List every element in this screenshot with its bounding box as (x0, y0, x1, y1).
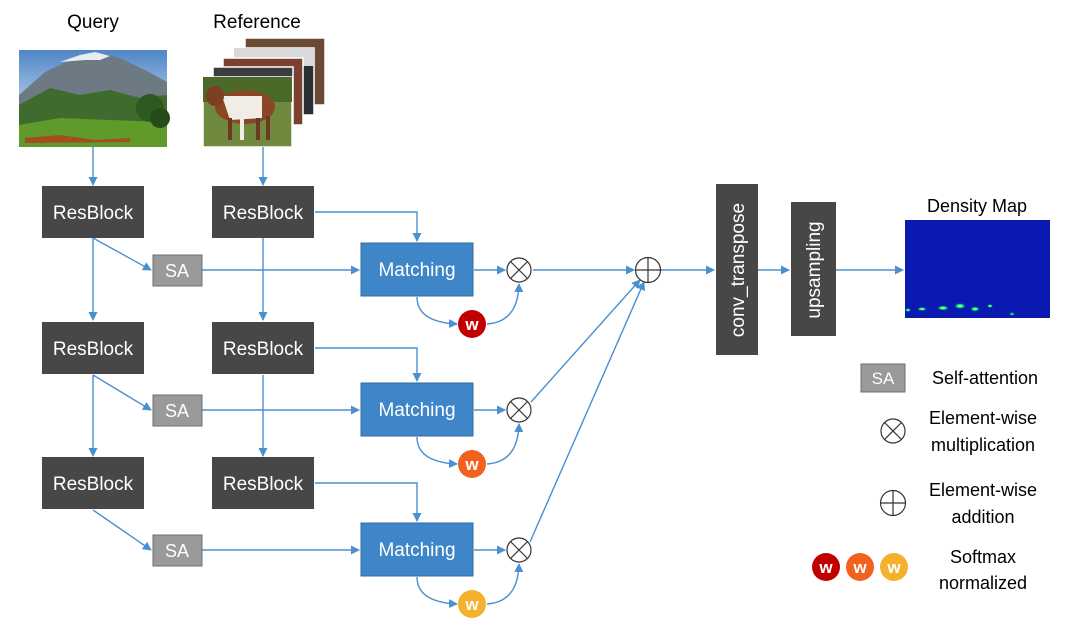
density-map-label: Density Map (927, 196, 1027, 216)
resblock-label: ResBlock (223, 474, 304, 495)
sa-block-1: SA (152, 254, 203, 287)
weight-label: w (464, 455, 479, 474)
sa-label: SA (165, 401, 189, 421)
weight-label: w (464, 595, 479, 614)
weight-circle-3: w (458, 590, 486, 618)
resblock-query-1: ResBlock (42, 186, 144, 238)
legend-add-line1: Element-wise (929, 480, 1037, 500)
multiply-icon (880, 418, 906, 444)
resblock-query-3: ResBlock (42, 457, 144, 509)
weight-label: w (464, 315, 479, 334)
conv-transpose-label: conv_transpose (728, 203, 749, 337)
matching-label: Matching (378, 400, 455, 421)
resblock-label: ResBlock (53, 203, 134, 224)
legend-multiply-item: Element-wise multiplication (880, 408, 1037, 455)
multiply-icon (506, 397, 532, 423)
add-icon (879, 489, 907, 517)
resblock-label: ResBlock (223, 203, 304, 224)
multiply-icon (506, 537, 532, 563)
weight-circle-2: w (458, 450, 486, 478)
resblock-label: ResBlock (223, 339, 304, 360)
sa-label: SA (165, 261, 189, 281)
density-map-image (905, 220, 1050, 318)
sa-block-3: SA (152, 534, 203, 567)
reference-image-stack (202, 37, 326, 148)
legend-sa-item: SA Self-attention (860, 363, 1038, 393)
resblock-label: ResBlock (53, 339, 134, 360)
legend-multiply-line2: multiplication (931, 435, 1035, 455)
multiply-icon (506, 257, 532, 283)
resblock-query-2: ResBlock (42, 322, 144, 374)
upsampling-block: upsampling (791, 202, 836, 336)
reference-label: Reference (213, 12, 301, 33)
matching-label: Matching (378, 540, 455, 561)
sa-block-2: SA (152, 394, 203, 427)
resblock-label: ResBlock (53, 474, 134, 495)
legend-multiply-line1: Element-wise (929, 408, 1037, 428)
query-image (19, 50, 170, 147)
legend: SA Self-attention Element-wise multiplic… (812, 363, 1038, 593)
legend-sa-desc: Self-attention (932, 368, 1038, 388)
resblock-reference-2: ResBlock (212, 322, 314, 374)
resblock-reference-1: ResBlock (212, 186, 314, 238)
legend-softmax-item: w w w Softmax normalized (812, 547, 1027, 593)
add-icon (634, 256, 662, 284)
query-label: Query (67, 12, 119, 33)
resblock-reference-3: ResBlock (212, 457, 314, 509)
legend-softmax-line2: normalized (939, 573, 1027, 593)
legend-add-line2: addition (951, 507, 1014, 527)
weight-label: w (852, 558, 867, 577)
weight-label: w (818, 558, 833, 577)
legend-add-item: Element-wise addition (879, 480, 1037, 527)
matching-block-3: Matching (360, 522, 474, 577)
upsampling-label: upsampling (804, 221, 825, 318)
sa-label: SA (165, 541, 189, 561)
legend-sa-key: SA (872, 369, 895, 388)
weight-circle-1: w (458, 310, 486, 338)
legend-softmax-line1: Softmax (950, 547, 1016, 567)
matching-label: Matching (378, 260, 455, 281)
conv-transpose-block: conv_transpose (716, 184, 758, 355)
weight-label: w (886, 558, 901, 577)
matching-block-1: Matching (360, 242, 474, 297)
matching-block-2: Matching (360, 382, 474, 437)
connectors (88, 147, 904, 609)
